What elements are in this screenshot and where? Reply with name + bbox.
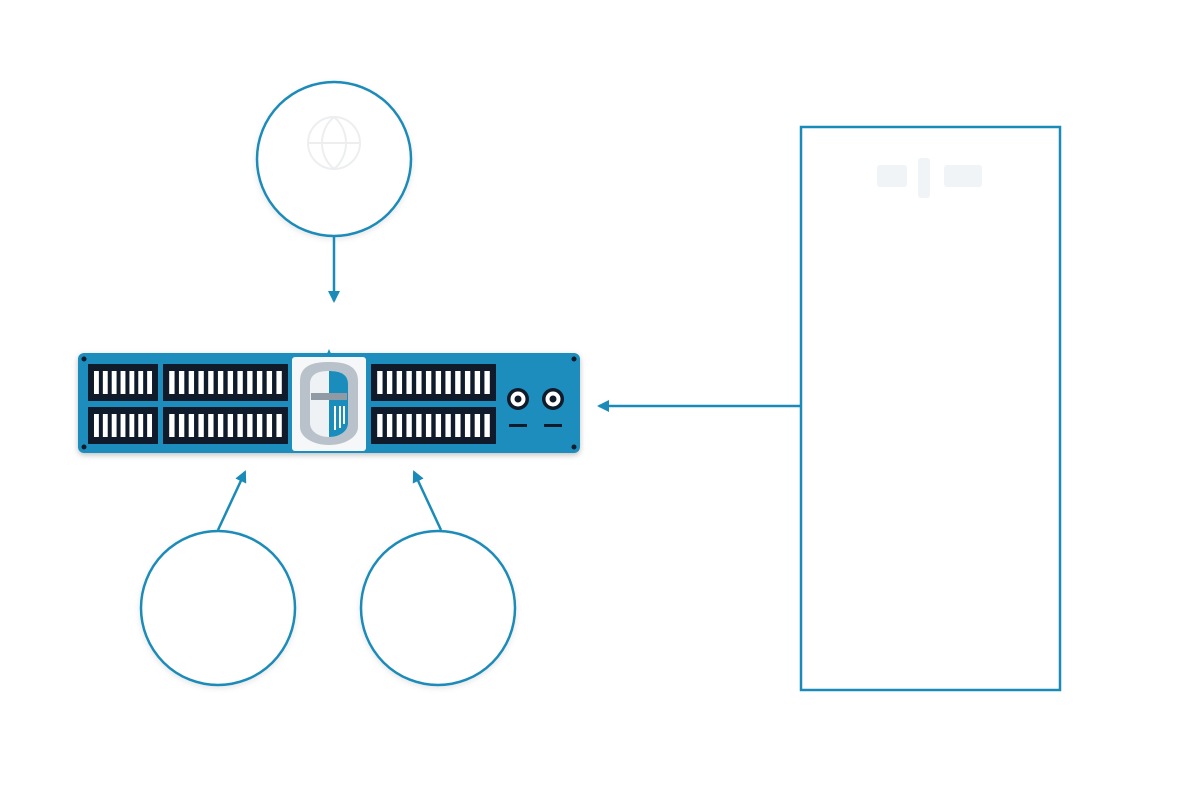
vent-slot	[120, 371, 126, 394]
vent-slot	[208, 371, 214, 394]
vent-slot	[435, 414, 442, 437]
vent-slot	[111, 414, 117, 437]
vent-slot	[227, 414, 234, 437]
globe-icon	[307, 115, 361, 171]
vent-slot	[266, 371, 273, 394]
rack-device[interactable]	[78, 349, 580, 453]
vent-slot	[455, 414, 461, 437]
vent-slot	[425, 414, 432, 437]
vent-slot	[445, 414, 451, 437]
top-node[interactable]	[255, 80, 413, 238]
vent-slot	[217, 371, 224, 394]
arrow-bottom-left-to-device	[216, 470, 247, 531]
vent-slot	[377, 371, 383, 394]
port-1	[507, 388, 529, 427]
vent-slot	[120, 414, 126, 437]
vent-slot	[276, 371, 282, 394]
vent-slot	[455, 371, 461, 394]
vent-slot	[169, 414, 175, 437]
vent-slot	[178, 414, 185, 437]
vent-slot	[425, 371, 432, 394]
vent-slot	[445, 371, 451, 394]
vent-slot	[138, 414, 144, 437]
vent-slot	[474, 414, 481, 437]
vent-slot	[406, 371, 412, 394]
vent-slot	[276, 414, 282, 437]
right-box-node[interactable]	[799, 125, 1062, 692]
vent-slot	[138, 371, 144, 394]
vent-slot	[377, 414, 383, 437]
vent-slot	[237, 414, 243, 437]
vent-blocks	[88, 364, 496, 444]
vent-slot	[484, 371, 490, 394]
vent-slot	[129, 371, 135, 394]
vent-slot	[111, 371, 117, 394]
vent-slot	[102, 371, 108, 394]
vent-slot	[147, 414, 153, 437]
vent-slot	[435, 371, 442, 394]
bottom-right-node[interactable]	[359, 529, 517, 687]
vent-slot	[227, 371, 234, 394]
vent-slot	[266, 414, 273, 437]
vent-slot	[93, 371, 99, 394]
knight-helmet-icon	[292, 349, 366, 451]
vent-slot	[147, 371, 153, 394]
vent-slot	[396, 371, 403, 394]
logo-mark-icon	[877, 158, 982, 198]
vent-slot	[102, 414, 108, 437]
vent-slot	[386, 371, 393, 394]
bottom-left-node[interactable]	[139, 529, 297, 687]
vent-slot	[406, 414, 412, 437]
vent-slot	[396, 414, 403, 437]
vent-slot	[198, 371, 204, 394]
vent-slot	[217, 414, 224, 437]
mounting-screws	[81, 356, 577, 450]
arrow-bottom-right-to-device	[412, 470, 443, 531]
vent-slot	[169, 371, 175, 394]
vent-slot	[247, 371, 253, 394]
vent-slot	[386, 414, 393, 437]
vent-slot	[474, 371, 481, 394]
vent-slot	[93, 414, 99, 437]
vent-slot	[256, 414, 263, 437]
vent-slot	[416, 371, 422, 394]
vent-slot	[129, 414, 135, 437]
vent-slot	[188, 414, 195, 437]
vent-slot	[198, 414, 204, 437]
vent-slot	[416, 414, 422, 437]
vent-slot	[237, 371, 243, 394]
vent-slot	[256, 371, 263, 394]
vent-slot	[464, 371, 471, 394]
vent-slot	[484, 414, 490, 437]
vent-slot	[247, 414, 253, 437]
vent-slot	[188, 371, 195, 394]
vent-slot	[208, 414, 214, 437]
vent-slot	[464, 414, 471, 437]
port-2	[542, 388, 564, 427]
vent-slot	[178, 371, 185, 394]
